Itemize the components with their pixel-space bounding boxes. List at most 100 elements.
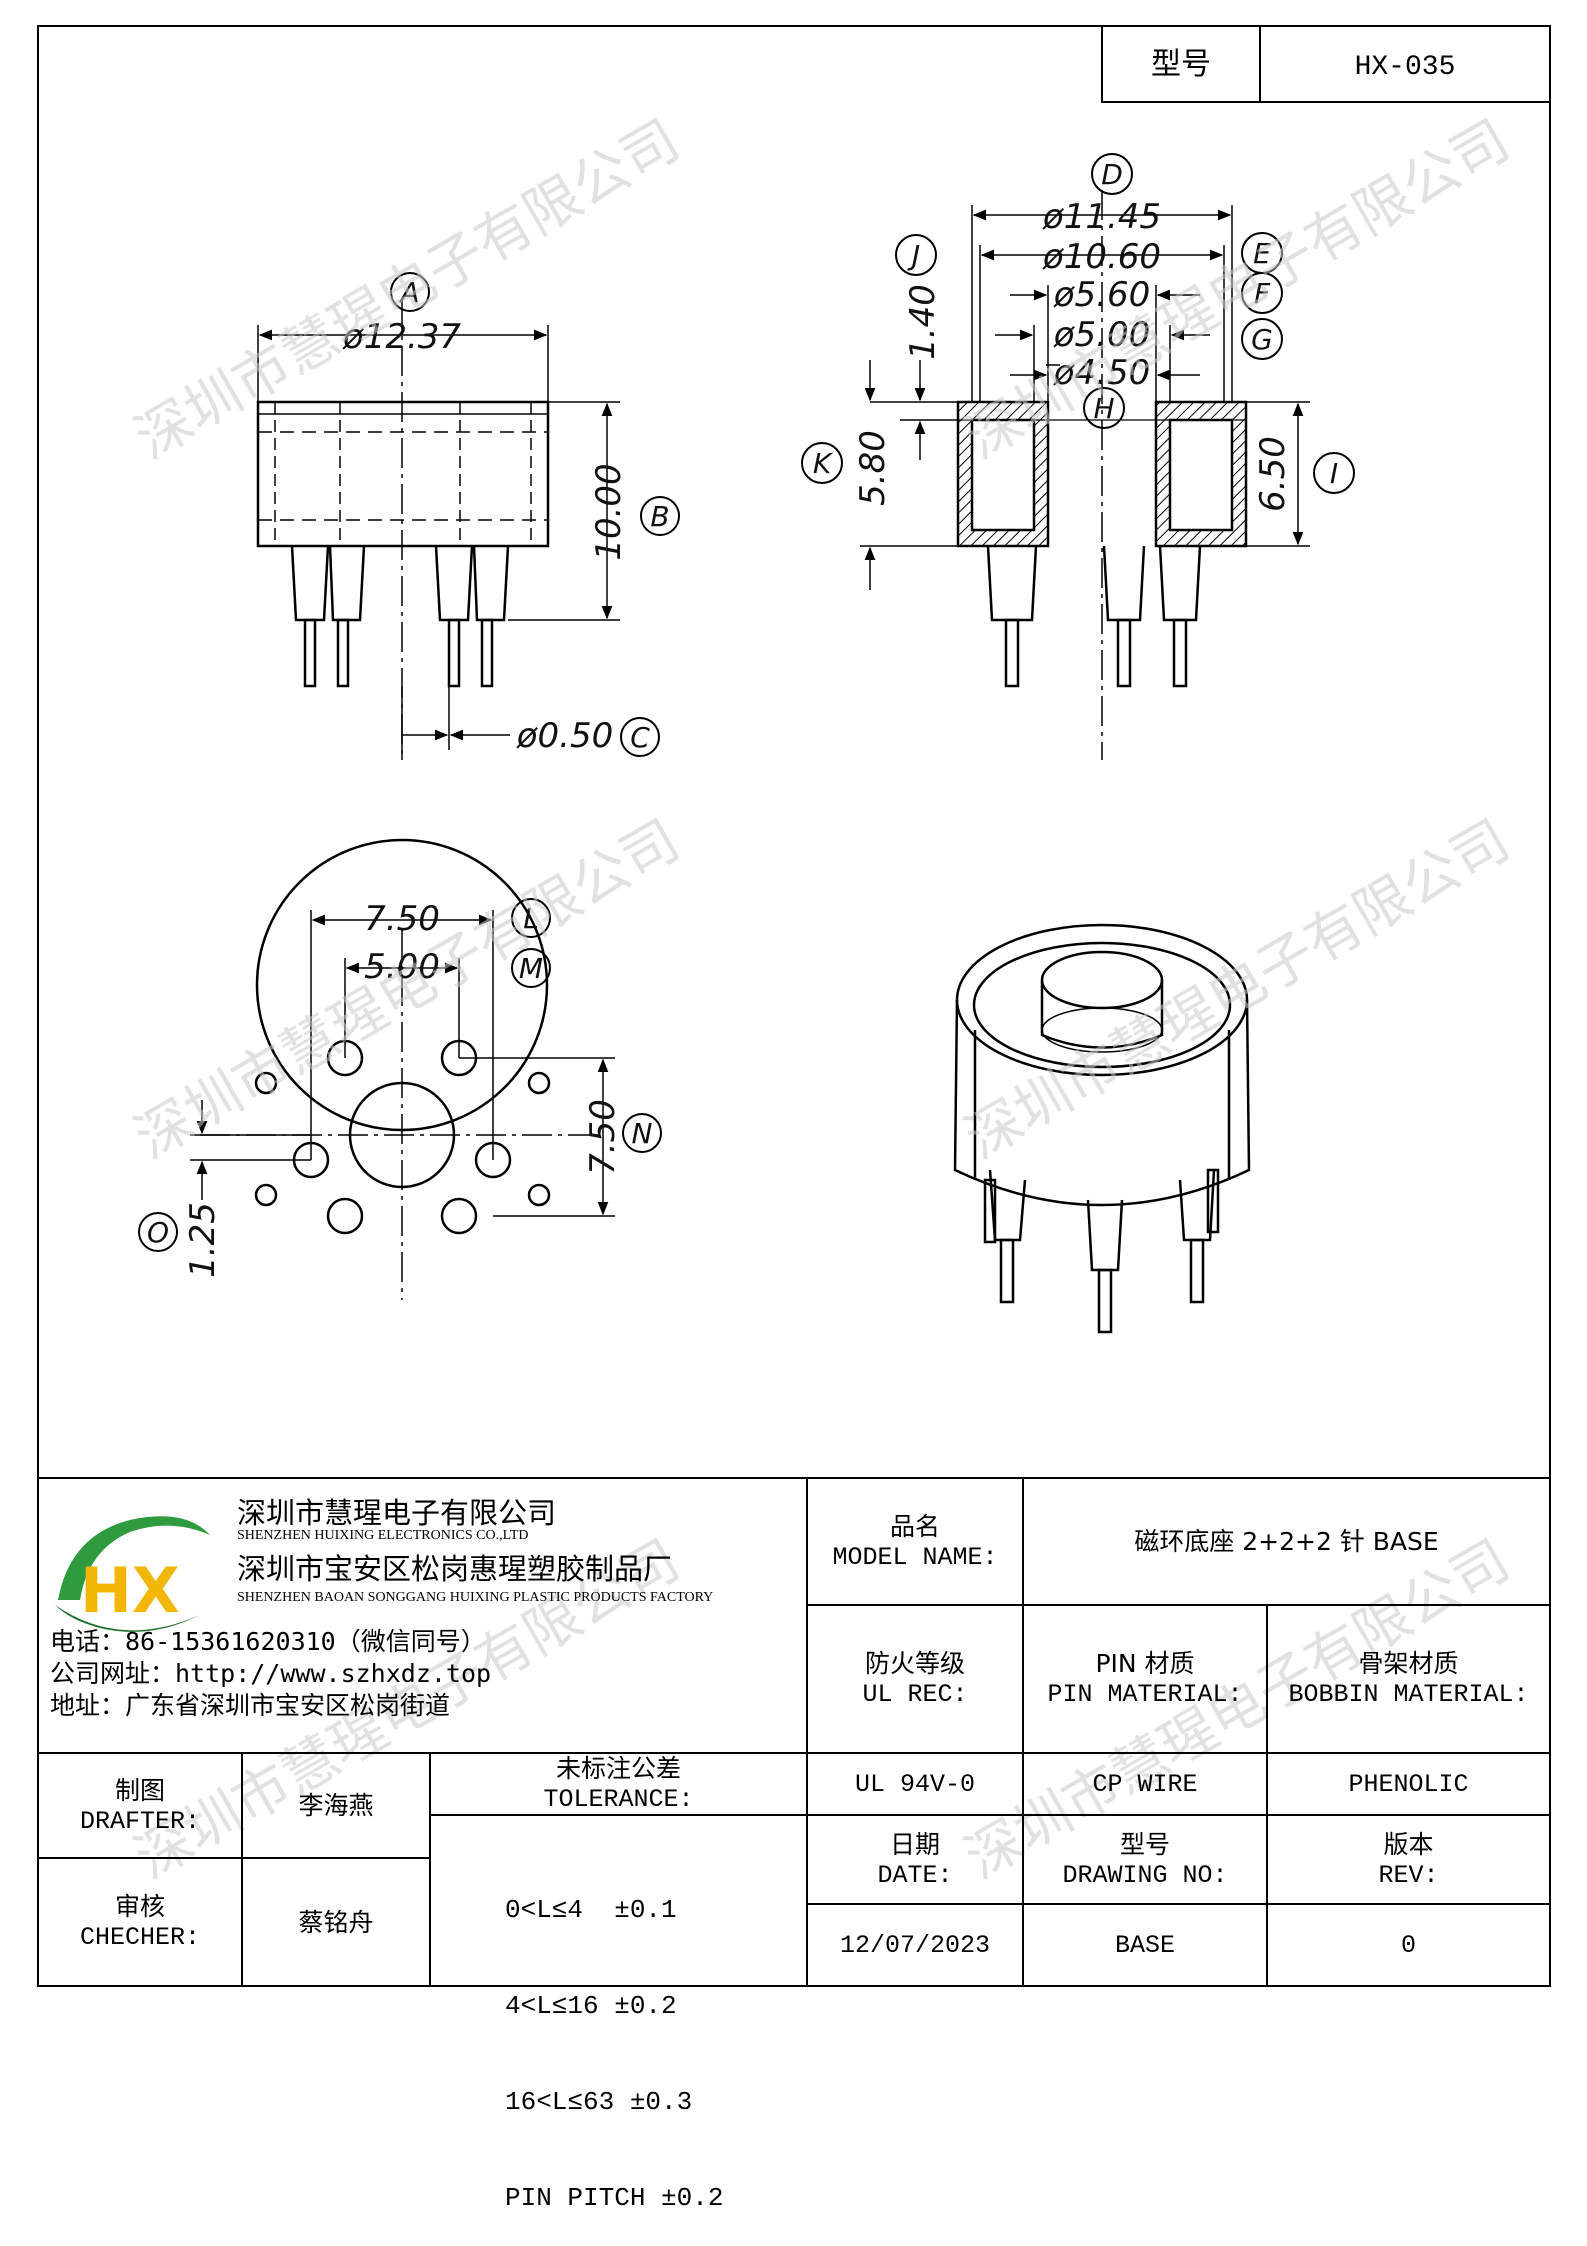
watermark-4: 深圳市慧瑆电子有限公司 [955,808,1521,1172]
drawing-no-value-text: BASE [1114,1930,1175,1960]
company-phone: 电话：86-15361620310（微信同号） [50,1627,486,1656]
section-view [801,153,1355,760]
dim-b-text: 10.00 [589,463,629,560]
pin-material-label: PIN 材质 PIN MATERIAL: [1023,1605,1267,1753]
sheet-border [37,25,1551,1987]
drafter-cn: 制图 [114,1775,165,1805]
label-i: I [1330,457,1338,490]
watermark-1: 深圳市慧瑆电子有限公司 [125,108,691,472]
drafter-label: 制图 DRAFTER: [38,1753,242,1858]
dim-a-text: ø12.37 [342,317,462,357]
pin-value: CP WIRE [1023,1753,1267,1815]
model-name-value-text: 磁环底座 2+2+2 针 BASE [1134,1527,1439,1556]
logo-text: HX [80,1554,180,1627]
tolerance-table: 0<L≤4 ±0.1 4<L≤16 ±0.2 16<L≤63 ±0.3 PIN … [505,1830,723,2246]
bobbin-value: PHENOLIC [1267,1753,1550,1815]
label-f: F [1254,277,1271,310]
label-e: E [1253,237,1271,270]
company-name-cn: 深圳市慧瑆电子有限公司 [237,1496,557,1530]
dim-m-text: 5.00 [364,947,440,987]
dim-k-text: 5.80 [853,430,893,506]
tolerance-line: 0<L≤4 ±0.1 [505,1895,677,1925]
drawing-no-value: BASE [1023,1904,1267,1986]
front-view [256,272,680,760]
label-b: B [650,500,669,533]
date-value: 12/07/2023 [807,1904,1023,1986]
rev-label: 版本 REV: [1267,1815,1550,1904]
date-en: DATE: [877,1860,953,1890]
ul-rec-label: 防火等级 UL REC: [807,1605,1023,1753]
label-g: G [1251,323,1273,356]
date-cn: 日期 [889,1829,940,1859]
company-name-en: SHENZHEN HUIXING ELECTRONICS CO.,LTD [237,1528,529,1543]
model-name-label: 品名 MODEL NAME: [807,1478,1023,1605]
dim-j-text: 1.40 [903,284,943,360]
checker-cn: 审核 [114,1892,165,1921]
label-n: N [632,1117,653,1150]
dim-i-text: 6.50 [1253,436,1293,512]
date-label: 日期 DATE: [807,1815,1023,1904]
label-k: K [813,447,834,480]
dim-f-text: ø5.60 [1053,275,1151,315]
ul-value: UL 94V-0 [807,1753,1023,1815]
bottom-view [138,838,662,1300]
label-h: H [1093,392,1114,425]
drawing-no-cn: 型号 [1119,1829,1170,1859]
label-a: A [398,276,419,309]
bobbin-material-label: 骨架材质 BOBBIN MATERIAL: [1267,1605,1550,1753]
isometric-view [953,923,1251,1334]
company-info: 深圳市慧瑆电子有限公司 SHENZHEN HUIXING ELECTRONICS… [50,1490,810,1760]
checker-en: CHECHER: [79,1923,201,1952]
factory-name-en: SHENZHEN BAOAN SONGGANG HUIXING PLASTIC … [237,1590,714,1605]
label-o: O [147,1216,169,1249]
date-value-text: 12/07/2023 [839,1930,991,1960]
checker-name: 蔡铭舟 [242,1858,430,1986]
rev-cn: 版本 [1383,1829,1434,1859]
tolerance-cn: 未标注公差 [555,1754,681,1783]
dim-h-text: ø4.50 [1053,353,1151,393]
dim-d-text: ø11.45 [1042,197,1161,237]
ul-rec-en: UL REC: [862,1680,968,1709]
bobbin-value-text: PHENOLIC [1348,1769,1469,1799]
drawing-sheet: 型号 HX-035 [37,25,1551,1987]
tolerance-line: 4<L≤16 ±0.2 [505,1991,677,2021]
dim-g-text: ø5.00 [1053,315,1151,355]
model-name-en: MODEL NAME: [832,1542,998,1572]
checker-label: 审核 CHECHER: [38,1858,242,1986]
header-model-label: 型号 [1151,47,1211,82]
factory-name-cn: 深圳市宝安区松岗惠瑆塑胶制品厂 [237,1552,673,1586]
tolerance-line: PIN PITCH ±0.2 [505,2183,724,2213]
rev-value-text: 0 [1400,1930,1416,1960]
label-l: L [523,902,539,935]
header-model-box [1101,25,1551,103]
header-model-value: HX-035 [1355,52,1456,83]
bobbin-material-cn: 骨架材质 [1358,1649,1459,1678]
checker-name-text: 蔡铭舟 [298,1907,374,1937]
pin-value-text: CP WIRE [1092,1769,1198,1799]
tolerance-label: 未标注公差 TOLERANCE: [430,1753,807,1815]
title-block-grid [38,1477,1550,1986]
tolerance-line: 16<L≤63 ±0.3 [505,2087,693,2117]
drafter-name: 李海燕 [242,1753,430,1858]
company-logo: HX [55,1516,210,1632]
drawing-no-label: 型号 DRAWING NO: [1023,1815,1267,1904]
label-d: D [1101,158,1123,191]
tolerance-en: TOLERANCE: [543,1785,694,1814]
company-website[interactable]: 公司网址：http://www.szhxdz.top [50,1659,492,1688]
drawing-no-en: DRAWING NO: [1062,1860,1228,1890]
rev-value: 0 [1267,1904,1550,1986]
label-j: J [907,239,920,272]
drafter-name-text: 李海燕 [298,1791,374,1820]
dim-e-text: ø10.60 [1042,237,1161,277]
pin-material-en: PIN MATERIAL: [1047,1680,1243,1709]
dim-n-text: 7.50 [583,1099,623,1175]
label-m: M [519,952,543,985]
rev-en: REV: [1378,1860,1439,1890]
model-name-value: 磁环底座 2+2+2 针 BASE [1023,1478,1550,1605]
label-c: C [630,721,650,754]
dim-c-text: ø0.50 [516,716,614,756]
ul-value-text: UL 94V-0 [854,1769,976,1799]
dim-o-text: 1.25 [183,1202,223,1278]
pin-material-cn: PIN 材质 [1095,1649,1195,1678]
ul-rec-cn: 防火等级 [864,1649,965,1678]
